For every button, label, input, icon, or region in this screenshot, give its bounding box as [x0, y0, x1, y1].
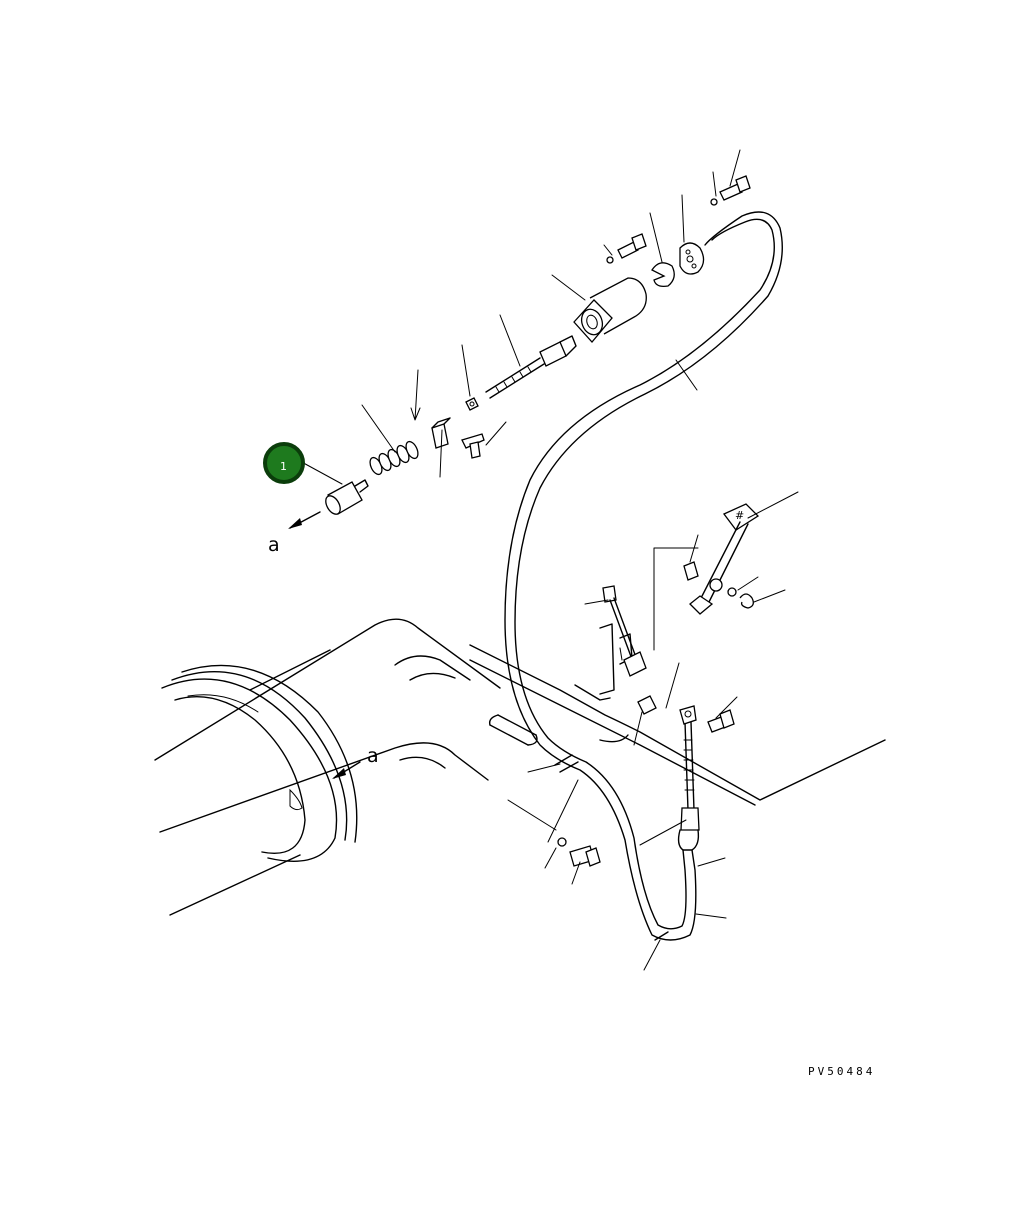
- brake-cable: [504, 211, 783, 941]
- view-label-lower: a: [367, 745, 379, 767]
- exploded-parts: [325, 175, 751, 515]
- view-arrow-lower: a: [332, 745, 379, 779]
- view-arrow-upper: a: [268, 511, 321, 556]
- rod-cable: [677, 705, 700, 851]
- lever-assembly: #: [557, 503, 760, 867]
- axle-housing: [154, 618, 886, 916]
- callout-badge-1[interactable]: 1: [263, 442, 305, 484]
- leader-lines: [297, 149, 799, 971]
- callout-number: 1: [280, 460, 287, 473]
- svg-text:#: #: [735, 509, 744, 522]
- drawing-code: PV50484: [808, 1065, 876, 1078]
- view-label-upper: a: [268, 534, 280, 556]
